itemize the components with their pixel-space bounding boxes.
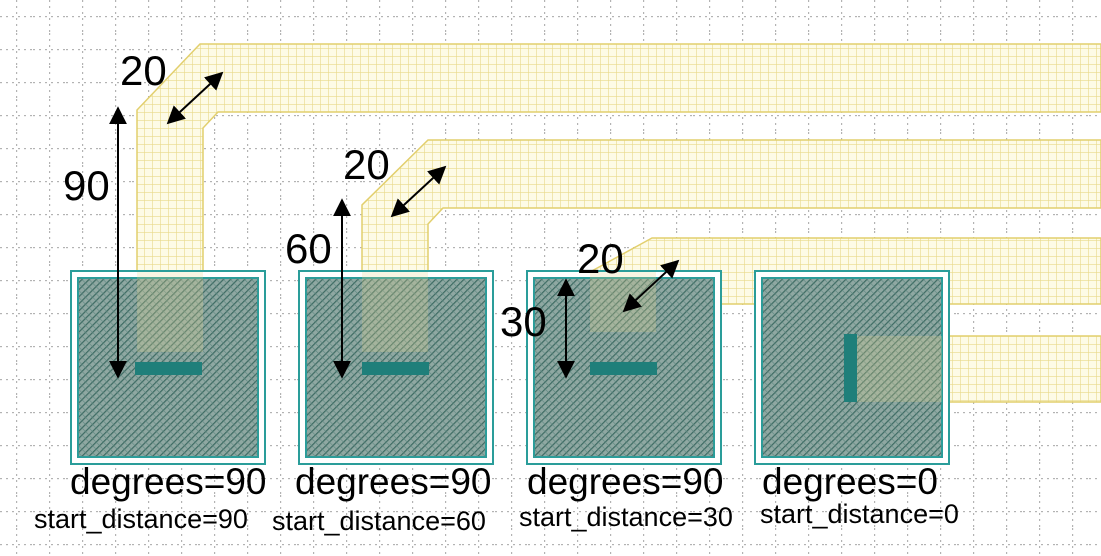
- degrees-label-1: degrees=90: [70, 461, 266, 502]
- degrees-label-2: degrees=90: [295, 461, 491, 502]
- pad-3-inner-mark: [590, 362, 657, 375]
- start-distance-label-2: start_distance=60: [272, 506, 486, 536]
- dim-vertical-label-3: 30: [500, 298, 547, 345]
- pad-1-inner-mark: [135, 362, 202, 375]
- start-distance-label-4: start_distance=0: [760, 499, 959, 529]
- pad-captions: degrees=90 start_distance=90 degrees=90 …: [34, 461, 959, 536]
- dim-vertical-label-2: 60: [285, 225, 332, 272]
- pads: [70, 270, 950, 465]
- dimension-labels: 20 90 20 60 20 30: [63, 47, 624, 345]
- dim-width-label-3: 20: [577, 235, 624, 282]
- arrow-width-2: [390, 165, 447, 218]
- arrow-width-3: [622, 259, 680, 313]
- pad-4-inner-mark: [844, 334, 857, 402]
- dimension-arrows: [109, 71, 680, 379]
- pad-1: [70, 270, 266, 465]
- pad-2: [298, 270, 494, 465]
- dim-width-label-1: 20: [120, 47, 167, 94]
- trace-2: [361, 139, 1101, 273]
- pad-4: [754, 270, 950, 465]
- pad-2-inner-mark: [362, 362, 429, 375]
- start-distance-label-3: start_distance=30: [519, 502, 733, 532]
- degrees-label-3: degrees=90: [527, 461, 723, 502]
- dim-width-label-2: 20: [343, 141, 390, 188]
- trace-1: [136, 43, 1101, 273]
- dim-vertical-label-1: 90: [63, 162, 110, 209]
- start-distance-label-1: start_distance=90: [34, 504, 248, 534]
- degrees-label-4: degrees=0: [762, 461, 938, 502]
- pad-3: [526, 270, 722, 465]
- arrow-width-1: [166, 71, 224, 125]
